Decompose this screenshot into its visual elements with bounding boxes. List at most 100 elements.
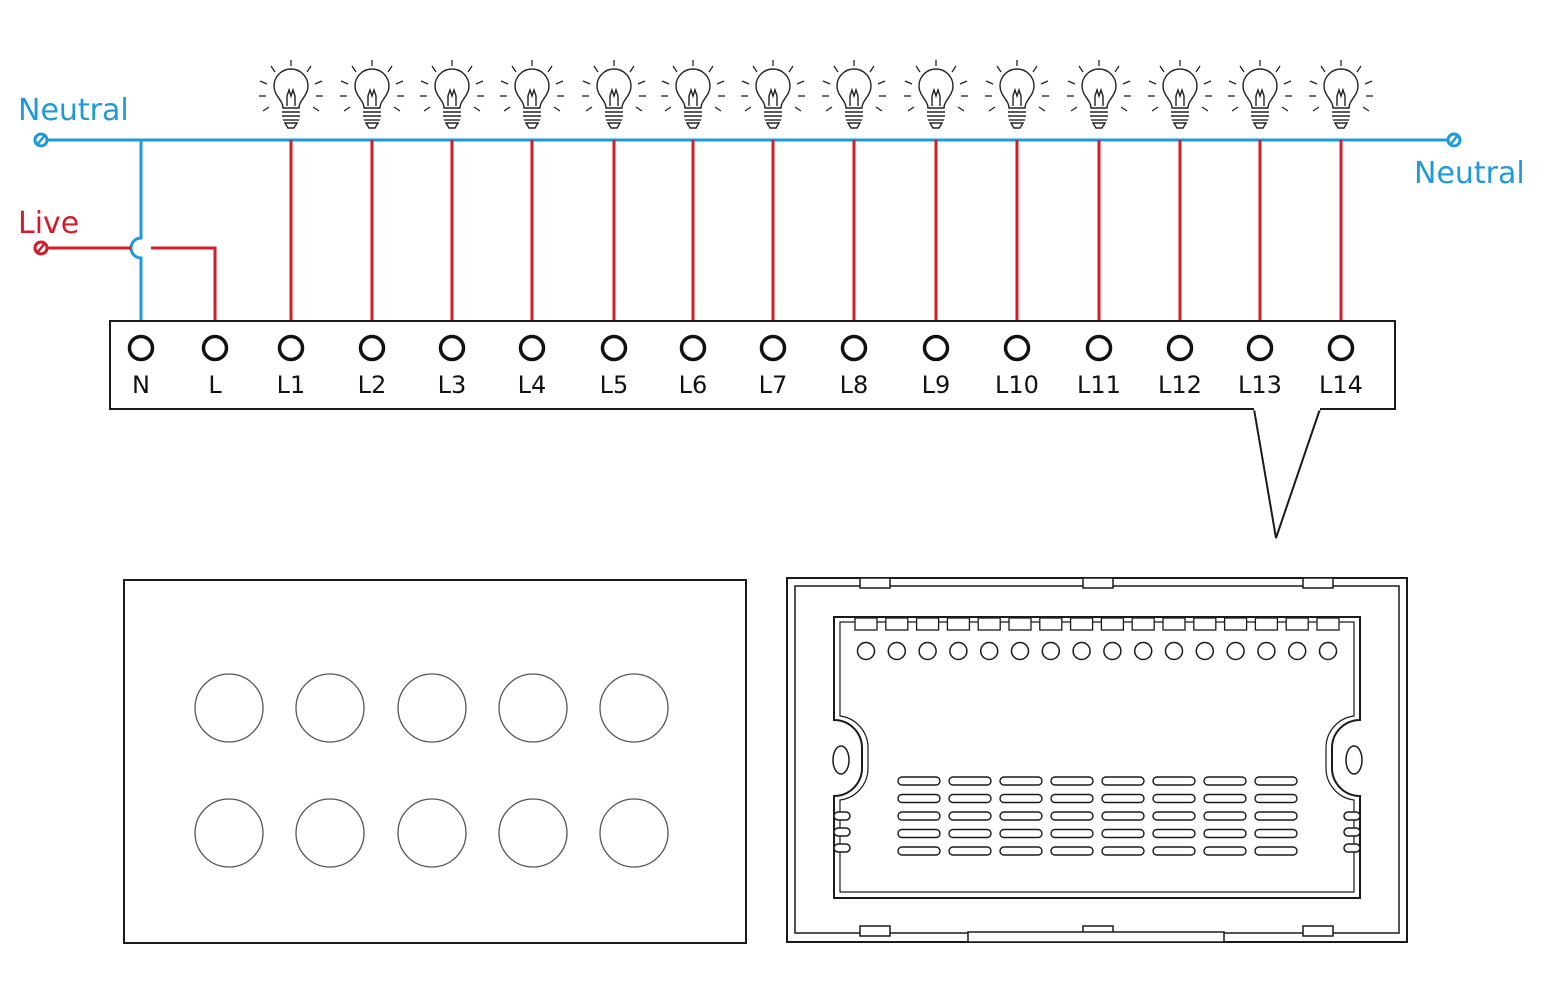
terminal-label-l9: L9 <box>922 371 951 399</box>
terminal-screw-l13 <box>1246 334 1274 362</box>
vent-slot-icon <box>1101 828 1145 839</box>
light-bulb-icon <box>1309 60 1373 129</box>
vent-slot-icon <box>999 793 1043 804</box>
terminal-screw-l <box>201 334 229 362</box>
terminal-screw-l5 <box>600 334 628 362</box>
mounting-hole-icon <box>832 745 850 775</box>
light-bulb-icon <box>661 60 725 129</box>
touch-button-5 <box>599 673 669 743</box>
touch-button-6 <box>194 798 264 868</box>
vent-slot-icon <box>1050 776 1094 786</box>
terminal-screw-l10 <box>1003 334 1031 362</box>
vent-slot-icon <box>1101 811 1145 821</box>
vent-slot-icon <box>948 811 992 821</box>
touch-button-3 <box>397 673 467 743</box>
vent-slot-icon <box>1050 828 1094 839</box>
vent-slot-icon <box>1203 846 1247 856</box>
side-vent-icon <box>833 827 851 837</box>
light-bulb-icon <box>1148 60 1212 129</box>
neutral-wiring <box>33 132 1462 348</box>
light-bulb-icon <box>582 60 646 129</box>
side-vent-icon <box>1343 811 1361 821</box>
side-vent-icon <box>1343 843 1361 853</box>
module-screw-icon <box>1072 641 1091 661</box>
live-label: Live <box>18 206 79 241</box>
terminal-label-l10: L10 <box>995 371 1039 399</box>
vent-slot-icon <box>948 828 992 839</box>
neutral-drop-wire <box>129 140 143 348</box>
light-bulb-icon <box>259 60 323 129</box>
terminal-slot-icon <box>885 617 909 631</box>
terminal-label-n: N <box>132 371 150 399</box>
neutral-label-left: Neutral <box>18 93 129 128</box>
clip-icon <box>1302 577 1334 589</box>
module-screw-icon <box>1164 641 1184 661</box>
module-screw-icon <box>1257 641 1276 661</box>
touch-button-2 <box>295 673 365 743</box>
terminal-slot-icon <box>946 617 971 631</box>
module-screw-icon <box>1226 641 1245 661</box>
terminal-slot-icon <box>1008 617 1032 631</box>
vent-slot-icon <box>1152 846 1196 856</box>
terminal-label-l2: L2 <box>358 371 387 399</box>
vent-slot-icon <box>897 846 941 856</box>
clip-icon <box>1302 925 1334 937</box>
load-circuits <box>259 60 1373 348</box>
back-module <box>786 577 1408 943</box>
terminal-screw-n <box>127 334 155 362</box>
vent-slot-icon <box>948 776 992 786</box>
vent-slot-icon <box>1203 776 1247 786</box>
vent-slot-icon <box>999 828 1043 839</box>
vent-slot-icon <box>948 846 992 856</box>
module-screw-icon <box>856 641 876 661</box>
terminal-label-l7: L7 <box>759 371 788 399</box>
vent-slot-icon <box>1254 776 1298 786</box>
module-screw-icon <box>1041 641 1061 661</box>
vent-slot-icon <box>1152 776 1196 786</box>
module-housing <box>833 616 1361 899</box>
side-vent-icon <box>833 843 851 853</box>
front-panel-outline <box>123 579 747 944</box>
light-bulb-icon <box>1228 60 1292 129</box>
touch-button-4 <box>498 673 568 743</box>
neutral-label-right: Neutral <box>1414 156 1525 191</box>
module-screw-icon <box>1103 641 1122 661</box>
side-vent-icon <box>1343 827 1361 837</box>
vent-slot-icon <box>1050 793 1094 804</box>
module-screw-icon <box>918 641 937 661</box>
vent-slot-icon <box>897 776 941 786</box>
terminal-label-l8: L8 <box>840 371 869 399</box>
light-bulb-icon <box>340 60 404 129</box>
vent-slot-icon <box>1050 846 1094 856</box>
vent-slot-icon <box>948 793 992 804</box>
terminal-slot-icon <box>1254 617 1279 631</box>
light-bulb-icon <box>500 60 564 129</box>
terminal-screw-l2 <box>358 334 386 362</box>
vent-slot-icon <box>1101 793 1145 804</box>
vent-slot-icon <box>999 846 1043 856</box>
terminal-screw-l1 <box>277 334 305 362</box>
module-screw-icon <box>979 641 999 661</box>
touch-button-7 <box>295 798 365 868</box>
clip-icon <box>859 577 891 589</box>
terminal-slot-icon <box>915 617 940 631</box>
vent-slot-icon <box>1203 811 1247 821</box>
terminal-label-l3: L3 <box>438 371 467 399</box>
callout-pointer <box>1253 408 1321 539</box>
vent-slot-icon <box>1254 811 1298 821</box>
vent-slot-icon <box>1254 793 1298 804</box>
vent-slot-icon <box>1254 828 1298 839</box>
touch-button-10 <box>599 798 669 868</box>
light-bulb-icon <box>822 60 886 129</box>
vent-slot-icon <box>1152 828 1196 839</box>
mounting-hole-icon <box>1345 745 1363 775</box>
vent-slot-icon <box>1050 811 1094 821</box>
light-bulb-icon <box>904 60 968 129</box>
terminal-slot-icon <box>1100 617 1125 631</box>
terminal-slot-icon <box>1193 617 1217 631</box>
front-panel <box>123 579 747 944</box>
light-bulb-icon <box>985 60 1049 129</box>
terminal-screw-l11 <box>1085 334 1113 362</box>
